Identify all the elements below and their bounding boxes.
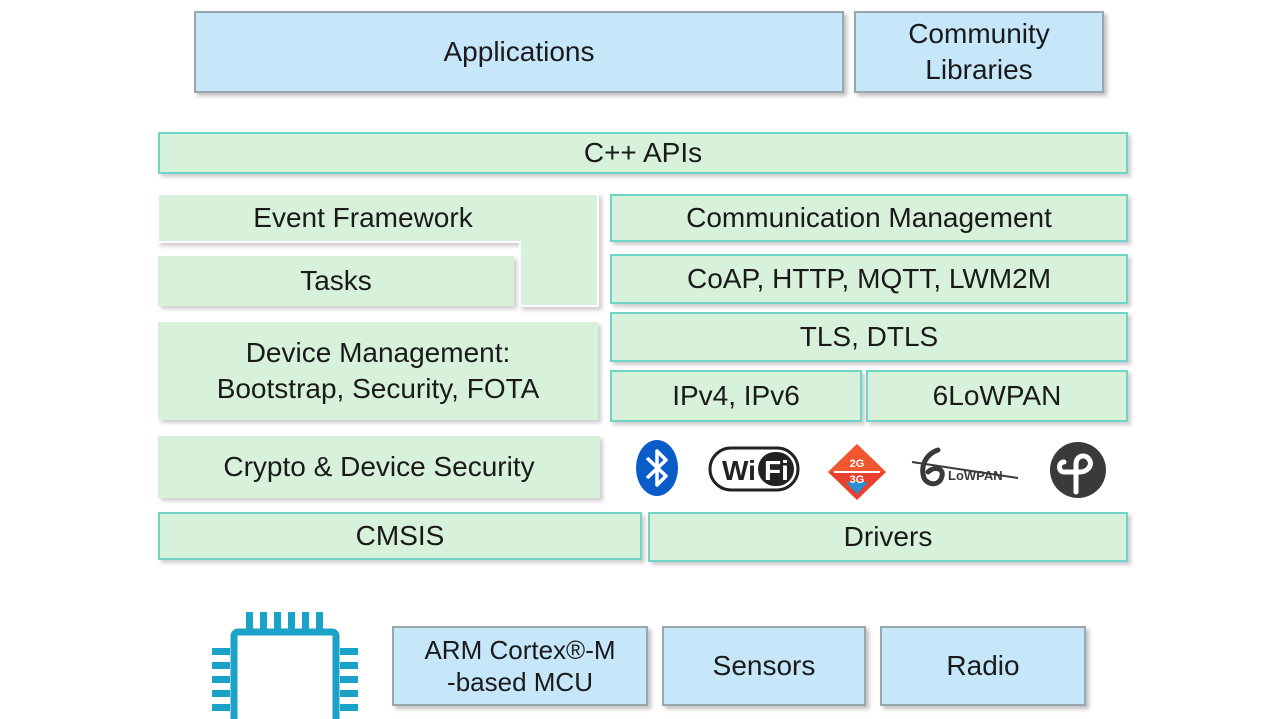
tls-dtls-box: TLS, DTLS bbox=[610, 312, 1128, 362]
event-framework-label: Event Framework bbox=[253, 201, 473, 233]
sixlowpan-label: 6LoWPAN bbox=[932, 379, 1062, 411]
sixlowpan-logo-text: LoWPAN bbox=[948, 468, 1003, 483]
cpp-apis-box: C++ APIs bbox=[158, 132, 1128, 174]
cellular-text-top: 2G bbox=[850, 458, 865, 470]
sixlowpan-logo-icon: LoWPAN bbox=[911, 447, 1019, 487]
tls-dtls-label: TLS, DTLS bbox=[799, 320, 939, 352]
thread-icon bbox=[1050, 442, 1106, 498]
event-framework-box: Event Framework bbox=[158, 194, 568, 242]
ipv4-ipv6-label: IPv4, IPv6 bbox=[672, 379, 800, 411]
communication-management-box: Communication Management bbox=[610, 194, 1128, 242]
applications-label: Applications bbox=[443, 35, 595, 67]
crypto-device-security-box: Crypto & Device Security bbox=[158, 436, 600, 498]
cellular-diamond-icon: 2G 3G bbox=[828, 444, 886, 500]
arm-cortex-mcu-box: ARM Cortex®-M -based MCU bbox=[392, 626, 648, 706]
cmsis-label: CMSIS bbox=[355, 519, 445, 551]
bluetooth-icon bbox=[636, 440, 678, 496]
protocols-label: CoAP, HTTP, MQTT, LWM2M bbox=[686, 262, 1052, 294]
device-management-label-line1: Device Management: bbox=[245, 336, 511, 368]
drivers-box: Drivers bbox=[648, 512, 1128, 562]
radio-label: Radio bbox=[946, 649, 1020, 681]
wifi-icon: Wi Fi bbox=[708, 446, 800, 492]
community-libraries-label-line2: Libraries bbox=[925, 54, 1033, 85]
cmsis-box: CMSIS bbox=[158, 512, 642, 560]
device-management-label-line2: Bootstrap, Security, FOTA bbox=[216, 373, 540, 404]
applications-box: Applications bbox=[194, 11, 844, 93]
mcu-label-line1: ARM Cortex®-M bbox=[424, 634, 616, 665]
chip-icon bbox=[212, 612, 358, 719]
tasks-label: Tasks bbox=[300, 264, 372, 296]
mcu-label-line2: -based MCU bbox=[447, 667, 593, 697]
protocols-box: CoAP, HTTP, MQTT, LWM2M bbox=[610, 254, 1128, 304]
tasks-box: Tasks bbox=[158, 256, 514, 306]
ipv4-ipv6-box: IPv4, IPv6 bbox=[610, 370, 862, 422]
community-libraries-box: Community Libraries bbox=[854, 11, 1104, 93]
crypto-device-security-label: Crypto & Device Security bbox=[223, 450, 535, 482]
radio-box: Radio bbox=[880, 626, 1086, 706]
device-management-box: Device Management: Bootstrap, Security, … bbox=[158, 322, 598, 420]
cpp-apis-label: C++ APIs bbox=[583, 136, 703, 168]
communication-management-label: Communication Management bbox=[686, 201, 1052, 233]
sixlowpan-box: 6LoWPAN bbox=[866, 370, 1128, 422]
wifi-text-left: Wi bbox=[722, 455, 756, 486]
sensors-label: Sensors bbox=[712, 649, 816, 681]
community-libraries-label-line1: Community bbox=[908, 17, 1050, 49]
wifi-text-right: Fi bbox=[764, 455, 789, 486]
cellular-text-bottom: 3G bbox=[850, 474, 865, 486]
drivers-label: Drivers bbox=[843, 520, 933, 552]
sensors-box: Sensors bbox=[662, 626, 866, 706]
